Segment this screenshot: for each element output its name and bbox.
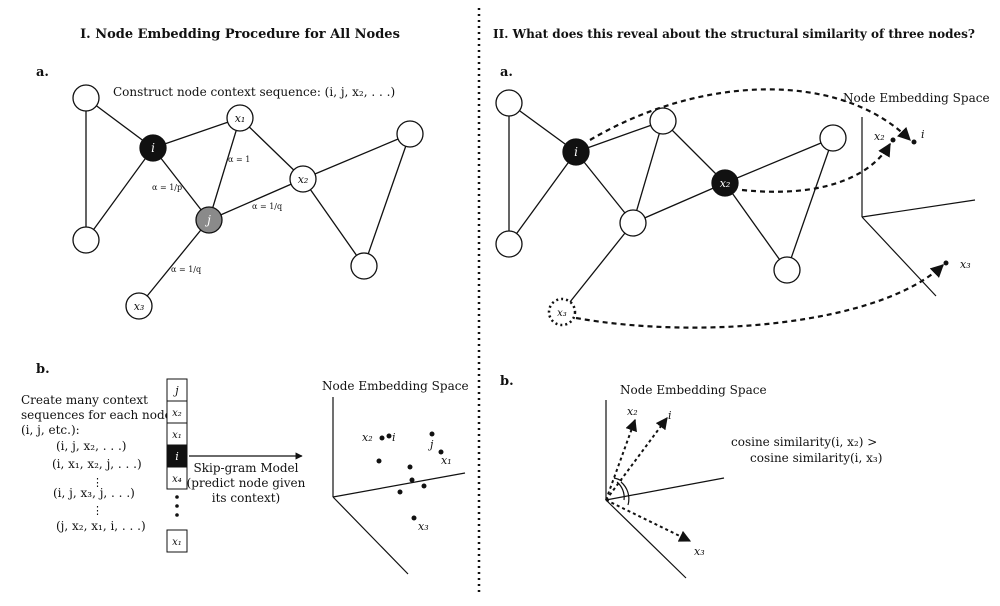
similarity-line: cosine similarity(i, x₃) [750, 451, 882, 465]
point-label-i: i [392, 431, 396, 444]
vector-label-i: i [668, 409, 672, 422]
left-space-points [376, 431, 444, 521]
space-label-i: i [921, 128, 925, 141]
point-label-j: j [427, 438, 434, 451]
right-graph [508, 102, 834, 313]
sequence-ellipsis: ⋮ [92, 504, 103, 517]
model-line: Skip-gram Model [194, 461, 299, 475]
node-x2 [711, 169, 739, 197]
arrow-x2-to-space [741, 142, 891, 193]
edge-label-alpha-1q: α = 1/q [252, 202, 282, 211]
space-label-x2: x₂ [874, 130, 885, 143]
edge-label-alpha-1p: α = 1/p [152, 183, 182, 192]
model-line: (predict node given [187, 476, 306, 490]
similarity-vectors [605, 417, 692, 542]
node-j [195, 206, 223, 234]
intro-line: (i, j, etc.): [21, 423, 80, 437]
right-a-space-title: Node Embedding Space [843, 91, 990, 105]
point-label-x2: x₂ [362, 431, 373, 444]
node-x3 [547, 297, 577, 327]
stack-cell: i [175, 450, 179, 463]
node-x3-label: x₃ [134, 300, 145, 313]
right-part-a-tag: a. [500, 65, 513, 80]
node-x3 [125, 292, 153, 320]
node-i [562, 138, 590, 166]
vector-label-x2: x₂ [627, 405, 638, 418]
node-x1 [226, 104, 254, 132]
point-label-x1: x₁ [441, 454, 452, 467]
stack-cell: x₂ [172, 408, 182, 419]
stack-cell: x₄ [172, 474, 182, 485]
node [495, 230, 523, 258]
node [773, 256, 801, 284]
node [72, 226, 100, 254]
model-line: its context) [212, 491, 281, 505]
left-part-a-tag: a. [36, 65, 49, 80]
node [495, 89, 523, 117]
stack-dots [175, 495, 179, 517]
stack-cell: j [172, 384, 179, 397]
vector-i [605, 417, 668, 501]
sequence: (j, x₂, x₁, i, . . .) [56, 519, 146, 533]
arrow-x3-to-space [575, 264, 944, 329]
edge-label-alpha-1: α = 1 [228, 155, 250, 164]
sequence: (i, j, x₃, j, . . .) [53, 486, 135, 500]
vector-x2 [605, 418, 637, 501]
intro-line: sequences for each node [21, 408, 172, 422]
node [72, 84, 100, 112]
arrow-i-to-space [589, 88, 911, 141]
left-part-b-tag: b. [36, 362, 50, 377]
stack-cell: x₁ [172, 430, 182, 441]
left-panel-title: I. Node Embedding Procedure for All Node… [80, 27, 400, 42]
angle-arcs [613, 477, 630, 506]
node-x2-label: x₂ [720, 177, 731, 190]
node-x2 [289, 165, 317, 193]
node-j-label: j [204, 213, 211, 227]
node [649, 107, 677, 135]
sequence-ellipsis: ⋮ [92, 476, 103, 489]
node-i [139, 134, 167, 162]
intro-line: Create many context [21, 393, 148, 407]
similarity-line: cosine similarity(i, x₂) > [731, 435, 877, 449]
node [819, 124, 847, 152]
right-a-space-points [890, 137, 949, 266]
left-graph-nodes [72, 84, 424, 320]
vector-x3 [605, 499, 692, 542]
node-x1-label: x₁ [235, 112, 246, 125]
context-stack [166, 378, 188, 553]
mapping-arrows [575, 88, 944, 329]
vector-label-x3: x₃ [694, 545, 705, 558]
right-part-b-tag: b. [500, 374, 514, 389]
right-b-space-axes [605, 400, 725, 579]
right-a-space-axes [861, 117, 976, 297]
point-label-x3: x₃ [418, 520, 429, 533]
node [619, 209, 647, 237]
node-i-label: i [574, 145, 578, 159]
sequence: (i, j, x₂, . . .) [56, 439, 126, 453]
left-space-title: Node Embedding Space [322, 379, 469, 393]
node-i-label: i [151, 141, 155, 155]
left-space-axes [332, 397, 466, 575]
sequence: (i, x₁, x₂, j, . . .) [52, 457, 142, 471]
stack-cell-last: x₁ [172, 537, 182, 548]
right-panel-title: II. What does this reveal about the stru… [493, 27, 975, 41]
left-graph-caption: Construct node context sequence: (i, j, … [113, 85, 395, 99]
node-x2-label: x₂ [298, 173, 309, 186]
edge-label-alpha-1q: α = 1/q [171, 265, 201, 274]
node [396, 120, 424, 148]
right-b-space-title: Node Embedding Space [620, 383, 767, 397]
node [350, 252, 378, 280]
node-x3-label: x₃ [557, 308, 567, 319]
left-graph [85, 97, 411, 307]
space-label-x3: x₃ [960, 258, 971, 271]
right-graph-nodes [495, 89, 847, 327]
